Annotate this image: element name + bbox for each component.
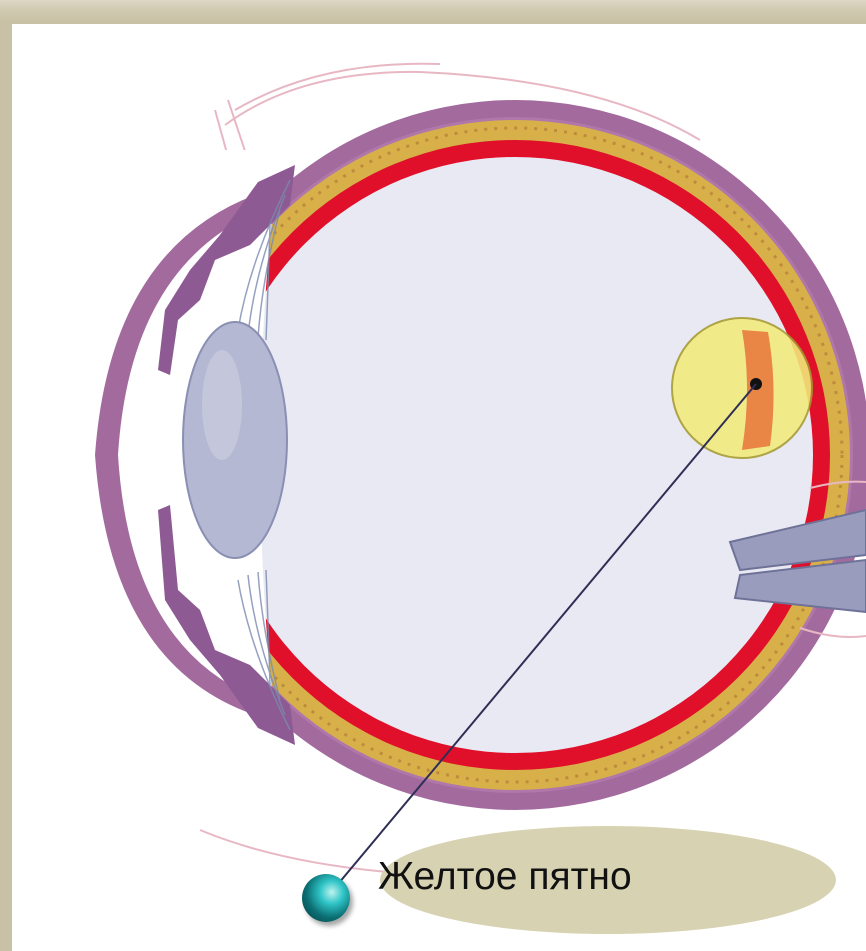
macula-label: Желтое пятно — [378, 855, 632, 899]
label-marker-icon — [302, 874, 350, 922]
macula-region — [672, 318, 812, 458]
